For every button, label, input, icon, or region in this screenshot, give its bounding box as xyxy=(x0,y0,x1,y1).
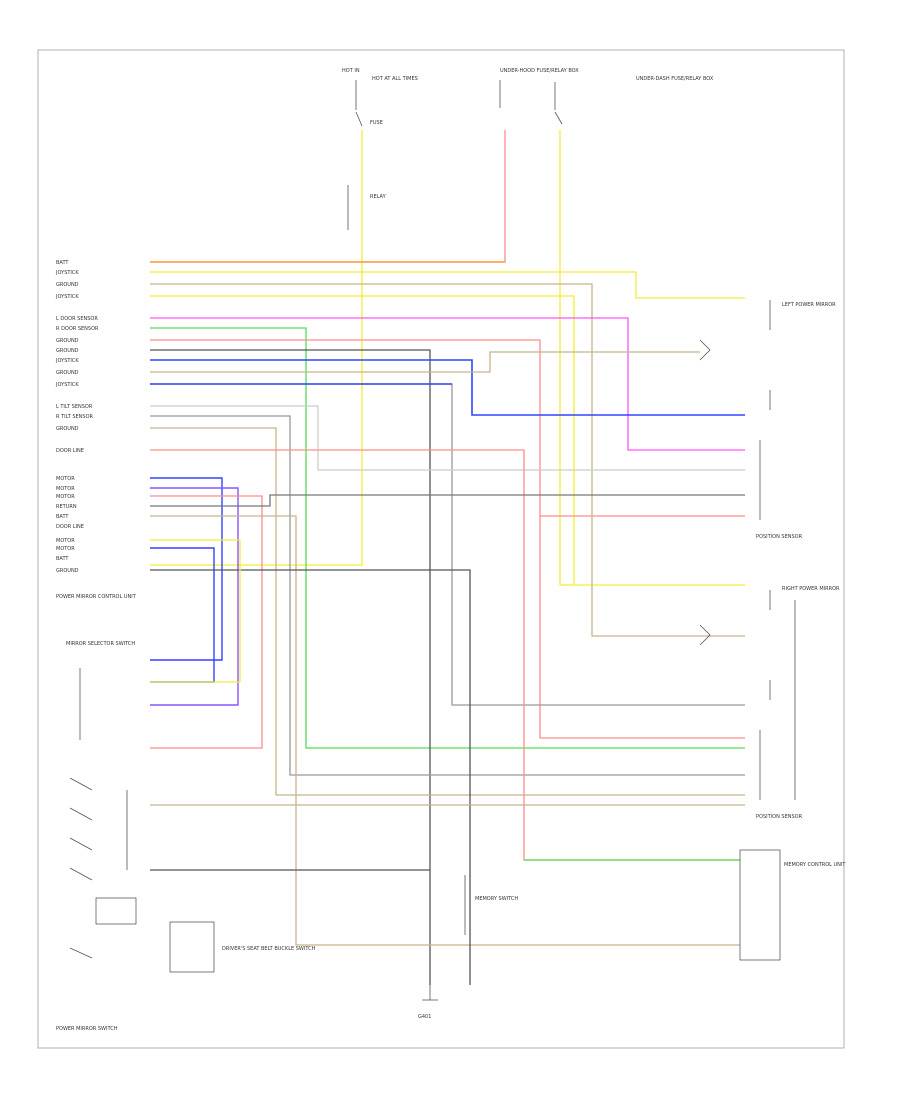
wire-feed-pink xyxy=(150,130,506,263)
wire-tan-3 xyxy=(150,427,745,796)
diagram-frame xyxy=(37,49,845,1049)
wire-gray-1 xyxy=(150,383,745,706)
ground-label: G401 xyxy=(418,1014,431,1020)
left-pin-label: BATT xyxy=(56,260,69,266)
wire-ltgray-1 xyxy=(150,405,745,471)
top-label-underhood: UNDER-HOOD FUSE/RELAY BOX xyxy=(500,68,579,74)
wire-yellow-1 xyxy=(150,271,745,299)
left-pin-label: MOTOR xyxy=(56,546,75,552)
left-pin-label: MOTOR xyxy=(56,486,75,492)
wire-black-1 xyxy=(150,349,431,985)
left-pin-label: GROUND xyxy=(56,426,79,432)
left-pin-label: DOOR LINE xyxy=(56,524,84,530)
left-pin-label: GROUND xyxy=(56,348,79,354)
top-fuse-area: HOT IN HOT AT ALL TIMES UNDER-HOOD FUSE/… xyxy=(342,68,714,230)
control-unit-label: POWER MIRROR CONTROL UNIT xyxy=(56,594,137,600)
wire-blue-3 xyxy=(150,477,223,661)
left-pin-label: DOOR LINE xyxy=(56,448,84,454)
memory-control-box xyxy=(739,849,781,961)
memory-switch-label: MEMORY SWITCH xyxy=(475,896,518,902)
wire-tan-2 xyxy=(150,351,700,373)
selector-switch-label: MIRROR SELECTOR SWITCH xyxy=(66,641,135,647)
left-pin-labels: BATT JOYSTICK GROUND JOYSTICK L DOOR SENSOR R… xyxy=(55,260,99,574)
top-label-allt: HOT AT ALL TIMES xyxy=(372,76,418,82)
left-pin-label: L TILT SENSOR xyxy=(56,404,93,410)
top-label-relay: RELAY xyxy=(370,194,387,200)
wire-pink-4 xyxy=(150,495,263,749)
left-pin-label: GROUND xyxy=(56,282,79,288)
left-pin-label: R TILT SENSOR xyxy=(56,414,94,420)
left-pin-label: L DOOR SENSOR xyxy=(56,316,98,322)
wire-violet xyxy=(150,487,239,706)
left-pin-label: GROUND xyxy=(56,370,79,376)
left-pin-label: GROUND xyxy=(56,338,79,344)
left-pin-label: RETURN xyxy=(56,504,77,510)
wire-group xyxy=(150,130,745,985)
left-pin-label: MOTOR xyxy=(56,476,75,482)
buckle-label: DRIVER'S SEAT BELT BUCKLE SWITCH xyxy=(222,946,316,952)
power-mirror-switch-label: POWER MIRROR SWITCH xyxy=(56,1026,118,1032)
wire-tan-4 xyxy=(150,515,740,946)
memory-control-label: MEMORY CONTROL UNIT xyxy=(784,862,846,868)
left-pin-label: MOTOR xyxy=(56,538,75,544)
wire-blue-1 xyxy=(150,359,745,416)
wire-tan-1 xyxy=(150,283,745,637)
left-pin-label: GROUND xyxy=(56,568,79,574)
left-pin-label: JOYSTICK xyxy=(55,270,79,276)
left-pin-label: BATT xyxy=(56,514,69,520)
left-sensor-label: POSITION SENSOR xyxy=(756,534,803,540)
wire-blue-4 xyxy=(150,547,215,683)
wire-feed-yellow-a xyxy=(150,130,363,566)
left-pin-label: MOTOR xyxy=(56,494,75,500)
wire-black-2 xyxy=(150,569,471,985)
bottom-ground: G401 MEMORY SWITCH xyxy=(418,875,518,1020)
wire-gray-2 xyxy=(150,415,745,776)
right-components: LEFT POWER MIRROR RIGHT POWER MIRROR POS… xyxy=(699,300,846,961)
top-label-fuse: FUSE xyxy=(370,120,383,126)
top-label-hot: HOT IN xyxy=(342,68,360,74)
buckle-switch-box xyxy=(169,921,215,973)
left-switch-block: POWER MIRROR CONTROL UNIT MIRROR SELECTO… xyxy=(56,594,316,1032)
wire-feed-yellow-b xyxy=(559,130,745,586)
wire-dkgray-1 xyxy=(150,494,745,507)
wire-yellow-3 xyxy=(150,539,241,682)
right-sensor-label: POSITION SENSOR xyxy=(756,814,803,820)
top-label-underdash: UNDER-DASH FUSE/RELAY BOX xyxy=(636,76,714,82)
left-pin-label: JOYSTICK xyxy=(55,294,79,300)
left-mirror-label: LEFT POWER MIRROR xyxy=(782,302,836,308)
wire-yellow-2 xyxy=(150,295,575,585)
left-pin-label: R DOOR SENSOR xyxy=(56,326,99,332)
left-pin-label: JOYSTICK xyxy=(55,358,79,364)
right-mirror-label: RIGHT POWER MIRROR xyxy=(782,586,840,592)
wire-green xyxy=(150,327,745,749)
left-pin-label: JOYSTICK xyxy=(55,382,79,388)
wire-pink-2 xyxy=(150,339,745,739)
left-pin-label: BATT xyxy=(56,556,69,562)
wire-magenta xyxy=(150,317,745,451)
